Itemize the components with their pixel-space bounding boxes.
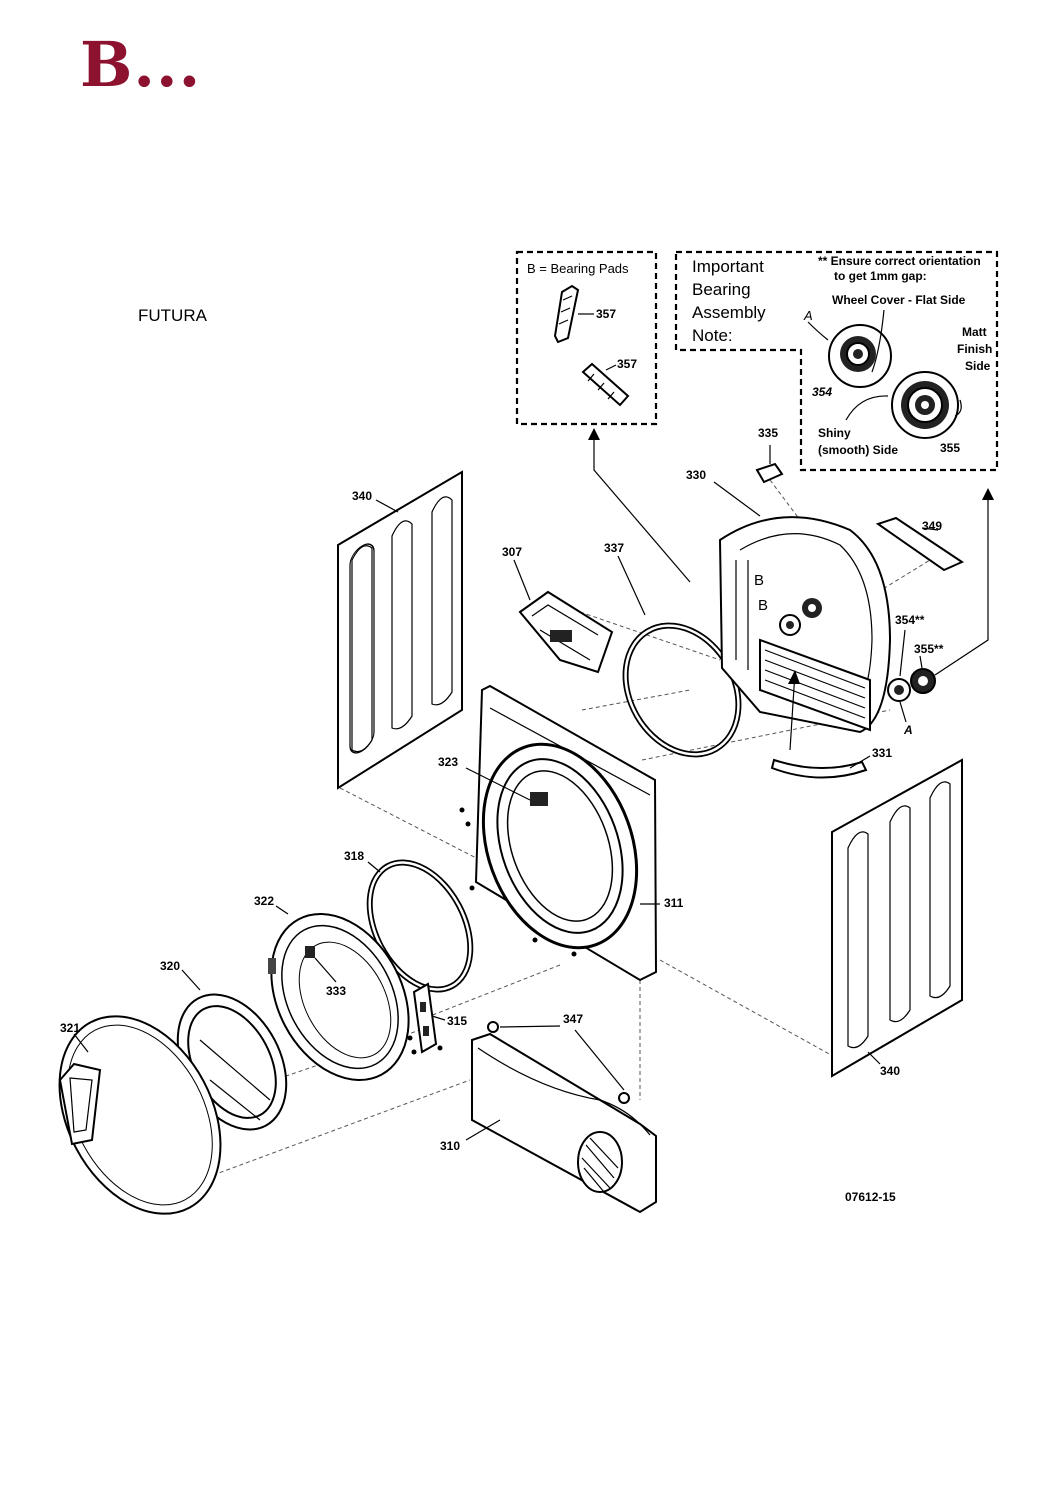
- important-note-line-3: Assembly: [692, 303, 766, 322]
- part-label-323: 323: [438, 755, 458, 769]
- part-label-349: 349: [922, 519, 942, 533]
- important-note-line-1: Important: [692, 257, 764, 276]
- door-hinge: [407, 982, 443, 1055]
- orientation-note-line-2: to get 1mm gap:: [834, 269, 927, 283]
- orientation-note-line-1: ** Ensure correct orientation: [818, 254, 981, 268]
- bearing-icon: [891, 371, 959, 439]
- bearing-pads-note: B = Bearing Pads 357 357: [515, 250, 658, 426]
- leader-lines: [73, 481, 939, 1141]
- matt-label-3: Side: [965, 359, 991, 373]
- part-label-330: 330: [686, 468, 706, 482]
- wheel-cover-icon: [828, 324, 892, 388]
- part-label-354: 354**: [895, 613, 925, 627]
- part-label-335: 335: [758, 426, 778, 440]
- felt-strip: [875, 516, 965, 572]
- part-label-337: 337: [604, 541, 624, 555]
- part-label-331: 331: [872, 746, 892, 760]
- part-label-322: 322: [254, 894, 274, 908]
- matt-label-2: Finish: [957, 342, 992, 356]
- part-label-310: 310: [440, 1139, 460, 1153]
- bearing-pad-number-2: 357: [617, 357, 637, 371]
- note-part-355: 355: [940, 441, 960, 455]
- important-bearing-note: Important Bearing Assembly Note: ** Ensu…: [674, 250, 999, 472]
- door-inner-frame: [268, 913, 410, 1081]
- bearing-marker-2: B: [758, 597, 768, 614]
- important-note-line-2: Bearing: [692, 280, 751, 299]
- part-label-340-bottom: 340: [880, 1064, 900, 1078]
- rear-bulkhead: [718, 516, 892, 734]
- marker-a-note: A: [803, 308, 813, 323]
- part-label-320: 320: [160, 959, 180, 973]
- part-label-318: 318: [344, 849, 364, 863]
- bearing-small: [910, 668, 936, 694]
- part-label-315: 315: [447, 1014, 467, 1028]
- side-panel-left: [337, 470, 463, 790]
- part-label-311: 311: [664, 896, 684, 910]
- dispenser-drawer: [518, 590, 614, 674]
- shiny-label-2: (smooth) Side: [818, 443, 898, 457]
- model-name: FUTURA: [138, 306, 207, 325]
- bottom-duct: [770, 670, 868, 779]
- part-label-355: 355**: [914, 642, 944, 656]
- bearing-marker-1: B: [754, 572, 764, 589]
- wheel-cover-small: [887, 678, 911, 702]
- outer-door: [58, 1015, 222, 1215]
- bearing-pads-title: B = Bearing Pads: [527, 261, 629, 276]
- shiny-label-1: Shiny: [818, 426, 851, 440]
- bearing-pad-number-1: 357: [596, 307, 616, 321]
- side-panel-right: [831, 758, 963, 1078]
- part-label-a: A: [903, 723, 913, 737]
- part-label-307: 307: [502, 545, 522, 559]
- front-panel: [459, 684, 658, 982]
- note-part-354: 354: [812, 385, 832, 399]
- bearing-pad-icon: [553, 284, 580, 344]
- note-pointer-arrows: [588, 428, 994, 676]
- part-label-347: 347: [563, 1012, 583, 1026]
- part-label-340-top: 340: [352, 489, 372, 503]
- page-heading: B...: [80, 28, 202, 101]
- kick-plate: [471, 1021, 657, 1214]
- wheel-cover-label: Wheel Cover - Flat Side: [832, 293, 966, 307]
- figure-code: 07612-15: [845, 1190, 896, 1204]
- clip-part: [755, 445, 784, 484]
- bearing-pad-icon: [581, 362, 630, 407]
- part-label-333: 333: [326, 984, 346, 998]
- part-label-321: 321: [60, 1021, 80, 1035]
- important-note-line-4: Note:: [692, 326, 733, 345]
- matt-label-1: Matt: [962, 325, 987, 339]
